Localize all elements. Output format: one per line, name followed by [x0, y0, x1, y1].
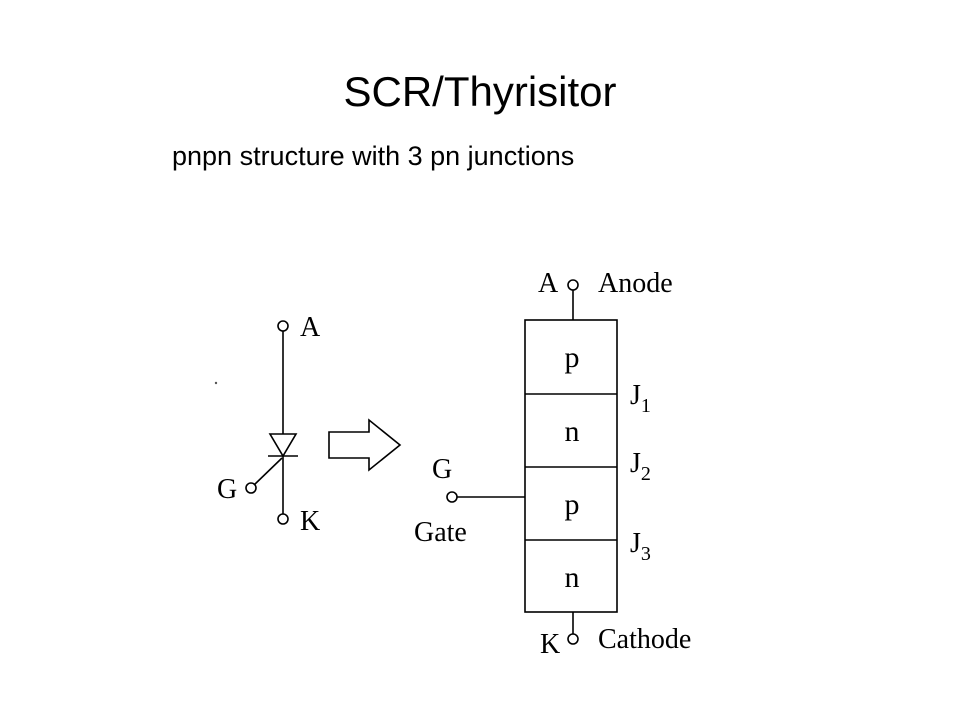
structure-anode-name: Anode — [598, 268, 673, 299]
structure-gate-letter: G — [432, 454, 452, 485]
slide-subtitle: pnpn structure with 3 pn junctions — [172, 141, 575, 171]
symbol-anode-terminal — [277, 320, 289, 332]
symbol-anode-label: A — [300, 312, 321, 343]
junction-index: 1 — [641, 395, 651, 417]
structure-cathode-terminal — [567, 633, 579, 645]
structure-anode-letter: A — [538, 268, 559, 299]
layer-block — [524, 319, 618, 613]
layer-label: n — [565, 415, 580, 448]
block-arrow-icon — [328, 418, 402, 472]
symbol-gate-label: G — [217, 474, 237, 505]
structure-cathode-letter: K — [540, 629, 560, 660]
symbol-cathode-label: K — [300, 506, 320, 537]
junction-label-j2: J2 — [630, 448, 651, 485]
layer-label: n — [565, 561, 580, 594]
layer-label: p — [565, 488, 580, 521]
structure-cathode-name: Cathode — [598, 624, 691, 655]
junction-label-j3: J3 — [630, 528, 651, 565]
diode-triangle-icon — [268, 433, 298, 458]
structure-anode-terminal — [567, 279, 579, 291]
junction-index: 2 — [641, 463, 651, 485]
symbol-cathode-terminal — [277, 513, 289, 525]
structure-gate-name: Gate — [414, 517, 467, 548]
layer-label: p — [565, 341, 580, 374]
junction-index: 3 — [641, 543, 651, 565]
junction-label-j1: J1 — [630, 380, 651, 417]
thyristor-symbol: A G K — [217, 312, 321, 537]
slide-title: SCR/Thyrisitor — [343, 68, 617, 115]
pnpn-structure: A Anode p n p n J1 J2 J3 G Gate K Cathod… — [414, 268, 691, 660]
symbol-gate-lead — [253, 457, 283, 486]
structure-gate-terminal — [446, 491, 458, 503]
stray-dot — [214, 381, 218, 385]
symbol-gate-terminal — [245, 482, 257, 494]
